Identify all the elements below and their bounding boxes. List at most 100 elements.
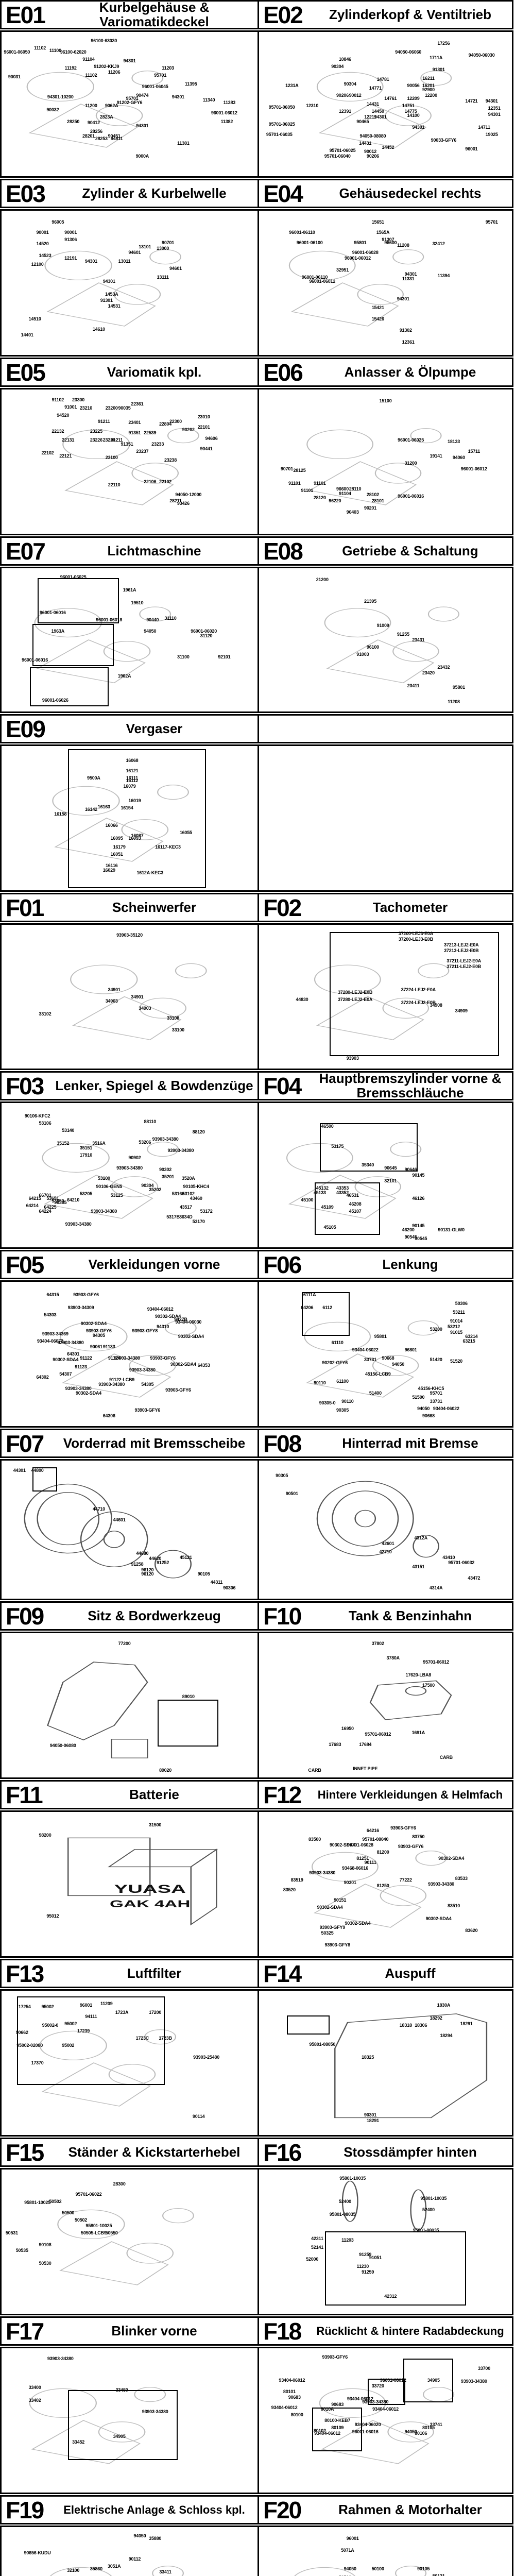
part-number-label: 18133 (448, 438, 460, 444)
part-number-label: 94301 (171, 94, 184, 99)
part-number-label: 45156-KHC5 (418, 1386, 444, 1392)
part-number-label: 35151 (79, 1145, 93, 1150)
part-number-label: 91258 (131, 1562, 144, 1567)
sketch-shape (108, 1849, 218, 1868)
part-number-label: 95801-08050 (309, 2041, 336, 2047)
part-number-label: 90668 (422, 1413, 435, 1419)
part-number-label: 91001 (64, 404, 77, 410)
part-number-label: 91124 (108, 1355, 121, 1361)
part-number-label: 14771 (369, 86, 382, 91)
part-number-label: 3780A (386, 1655, 400, 1660)
part-number-label: 90131-GLW0 (438, 1227, 465, 1233)
part-number-label: 37211-LEJ2-E0A (447, 958, 482, 963)
part-number-label: 28102 (366, 492, 379, 498)
part-number-label: 16055 (179, 830, 192, 835)
sketch-shape (41, 2062, 151, 2107)
part-number-label: 3516A (92, 1141, 106, 1146)
sketch-shape (407, 1320, 439, 1336)
part-number-label: 90701 (162, 240, 175, 245)
part-number-label: 94050 (404, 2429, 417, 2435)
part-number-label: 21395 (364, 598, 377, 604)
part-number-label: 53170 (192, 1218, 205, 1224)
part-number-label: 50502 (49, 2198, 62, 2204)
part-number-label: 90302-SDA4 (75, 1390, 101, 1396)
part-number-label: 35202 (149, 1187, 162, 1192)
part-number-label: 93404-06012 (372, 2406, 399, 2412)
part-number-label: 90656-KUDU (24, 2550, 51, 2556)
sketch-shape (54, 818, 164, 862)
sketch-shape (382, 997, 430, 1019)
part-number-label: 90302 (159, 1166, 172, 1172)
part-number-label: 12361 (402, 339, 415, 345)
part-number-label: 46208 (349, 1201, 362, 1207)
sketch-shape (49, 2567, 112, 2576)
part-number-label: 90501 (285, 1491, 298, 1497)
part-number-label: 37280-LEJ2-E0A (337, 997, 373, 1003)
part-number-label: 35860 (90, 2566, 102, 2572)
part-number-label: 88110 (144, 1119, 157, 1125)
part-number-label: 90001 (36, 230, 49, 235)
part-number-label: 37200-LEJ3-E0A (398, 930, 434, 936)
part-number-label: 43352 (336, 1190, 349, 1195)
sketch-shape (131, 463, 179, 484)
part-number-label: 16029 (102, 867, 115, 873)
part-number-label: 14100 (407, 113, 420, 118)
part-number-label: 91009 (376, 623, 389, 629)
part-number-label: 93404-06022 (352, 1347, 379, 1352)
part-number-label: 96001-06110 (289, 230, 315, 235)
sketch-shape (139, 997, 186, 1019)
part-number-label: 11203 (162, 65, 174, 71)
part-number-label: 96001 (346, 2536, 359, 2541)
part-number-label: 50500 (62, 2210, 75, 2215)
part-number-label: 13111 (157, 274, 169, 280)
section-code: E07 (6, 537, 46, 565)
part-number-label: 37280-LEJ2-E0B (337, 990, 373, 995)
part-number-label: 64215 (28, 1195, 41, 1201)
part-number-label: 11383 (223, 100, 236, 106)
part-number-label: 35201 (162, 1174, 175, 1179)
sketch-shape (175, 963, 207, 978)
part-number-label: 93404-06012 (147, 1307, 174, 1312)
diagram-sketch (294, 2565, 427, 2576)
sketch-shape (139, 606, 171, 622)
part-number-label: 32951 (336, 267, 349, 273)
part-number-label: 51420 (430, 1357, 442, 1363)
part-number-label: 90545 (415, 1236, 427, 1242)
part-number-label: 96001-06028 (352, 250, 379, 256)
part-number-label: 94520 (57, 413, 70, 418)
part-number-label: 96001-06016 (398, 494, 424, 499)
part-number-label: 1565A (376, 230, 390, 235)
part-number-label: 81200 (376, 1850, 389, 1855)
part-number-label: 90206 (336, 93, 349, 98)
